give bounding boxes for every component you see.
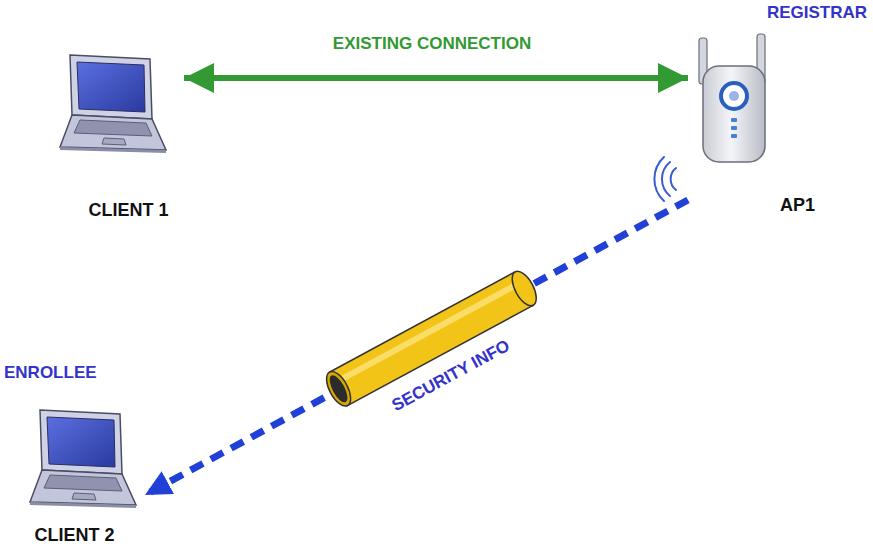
device-label: AP1 — [780, 194, 815, 216]
access-point-icon — [731, 134, 737, 138]
radio-waves — [654, 157, 664, 201]
device-label: CLIENT 1 — [88, 199, 168, 221]
radio-waves — [662, 162, 670, 196]
tunnel-tube — [326, 373, 351, 405]
device-node: CLIENT 1 — [55, 50, 184, 225]
device-node: ENROLLEE CLIENT 2 — [4, 362, 145, 548]
tunnel-tube — [336, 282, 519, 385]
secure-transfer-arrow — [145, 200, 688, 495]
access-point-icon — [721, 83, 747, 109]
role-label: REGISTRAR — [767, 2, 867, 24]
connector-label: EXISTING CONNECTION — [333, 34, 531, 54]
role-label: ENROLLEE — [4, 362, 97, 384]
access-point-icon — [731, 126, 737, 130]
connection-arrow — [184, 75, 688, 81]
access-point-icon — [703, 66, 765, 162]
tunnel-tube — [507, 268, 541, 310]
device-label: CLIENT 2 — [34, 524, 114, 546]
access-point-icon — [731, 118, 737, 122]
laptop-icon — [60, 55, 166, 153]
radio-waves — [671, 168, 676, 190]
radio-waves — [654, 157, 676, 201]
access-point-icon — [729, 91, 739, 101]
laptop-icon — [60, 55, 166, 153]
laptop-icon — [30, 410, 136, 508]
laptop-icon — [30, 410, 136, 508]
device-node: REGISTRAR AP1 — [688, 2, 869, 220]
tunnel-tube — [322, 368, 356, 410]
access-point-icon — [699, 34, 765, 162]
